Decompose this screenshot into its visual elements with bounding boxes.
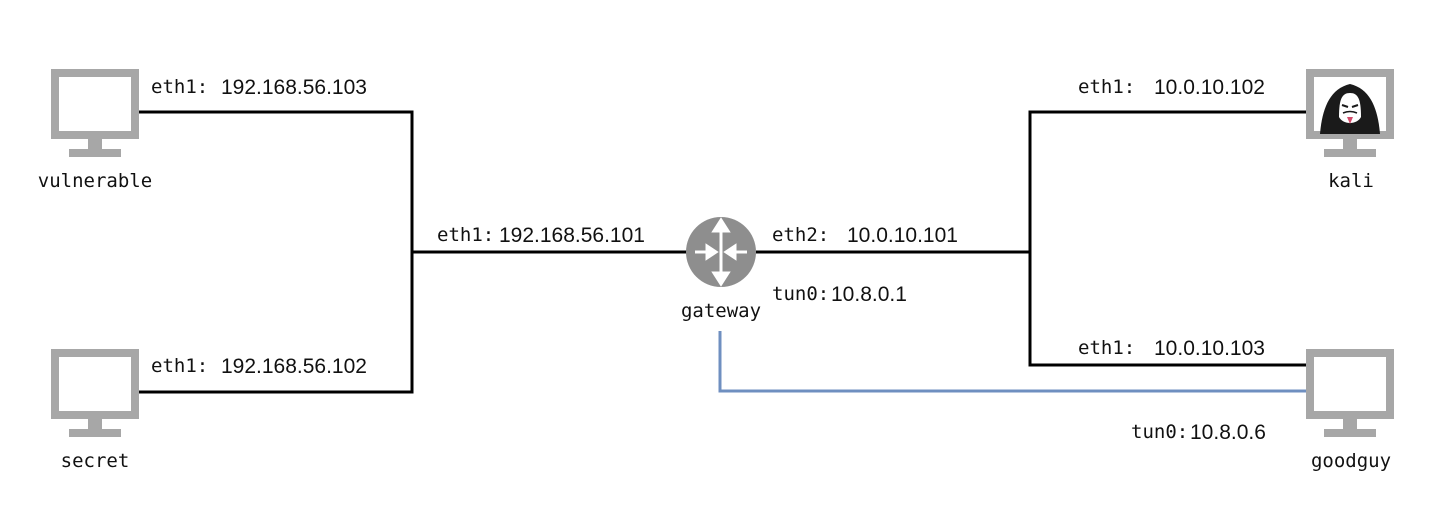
ip-goodguy-tun0: 10.8.0.6 xyxy=(1190,421,1266,444)
iface-vulnerable: eth1: xyxy=(151,76,208,98)
link-vulnerable xyxy=(138,110,414,252)
ip-secret: 192.168.56.102 xyxy=(221,355,367,378)
node-label-gateway: gateway xyxy=(681,300,761,322)
vpn-tunnel-link xyxy=(718,331,1308,393)
ip-vulnerable: 192.168.56.103 xyxy=(221,76,367,99)
iface-goodguy-tun0: tun0: xyxy=(1131,421,1188,443)
node-label-secret: secret xyxy=(61,450,130,472)
ip-gateway-eth2: 10.0.10.101 xyxy=(847,224,958,247)
node-secret[interactable]: secret eth1: 192.168.56.102 xyxy=(55,353,367,472)
node-label-kali: kali xyxy=(1328,170,1374,192)
iface-goodguy-eth1: eth1: xyxy=(1078,337,1135,359)
link-secret xyxy=(138,252,414,394)
ip-gateway-tun0: 10.8.0.1 xyxy=(831,283,907,306)
node-label-goodguy: goodguy xyxy=(1311,450,1391,472)
iface-kali: eth1: xyxy=(1078,76,1135,98)
monitor-icon xyxy=(55,73,135,157)
iface-gateway-eth2: eth2: xyxy=(772,224,829,246)
node-label-vulnerable: vulnerable xyxy=(38,170,152,192)
node-kali[interactable]: kali eth1: 10.0.10.102 xyxy=(1078,73,1390,192)
link-kali xyxy=(1028,110,1308,252)
node-goodguy[interactable]: goodguy eth1: 10.0.10.103 tun0: 10.8.0.6 xyxy=(1078,337,1391,472)
monitor-icon xyxy=(1310,353,1390,437)
router-icon xyxy=(686,217,756,287)
iface-gateway-tun0: tun0: xyxy=(772,283,829,305)
ip-kali: 10.0.10.102 xyxy=(1154,76,1265,99)
hacker-monitor-icon xyxy=(1310,73,1390,157)
ip-gateway-eth1: 192.168.56.101 xyxy=(499,224,645,247)
node-vulnerable[interactable]: vulnerable eth1: 192.168.56.103 xyxy=(38,73,367,192)
iface-secret: eth1: xyxy=(151,355,208,377)
monitor-icon xyxy=(55,353,135,437)
ip-goodguy-eth1: 10.0.10.103 xyxy=(1154,337,1265,360)
link-goodguy xyxy=(1028,252,1308,367)
node-gateway[interactable]: gateway eth1: 192.168.56.101 eth2: 10.0.… xyxy=(437,217,958,322)
iface-gateway-eth1: eth1: xyxy=(437,224,494,246)
